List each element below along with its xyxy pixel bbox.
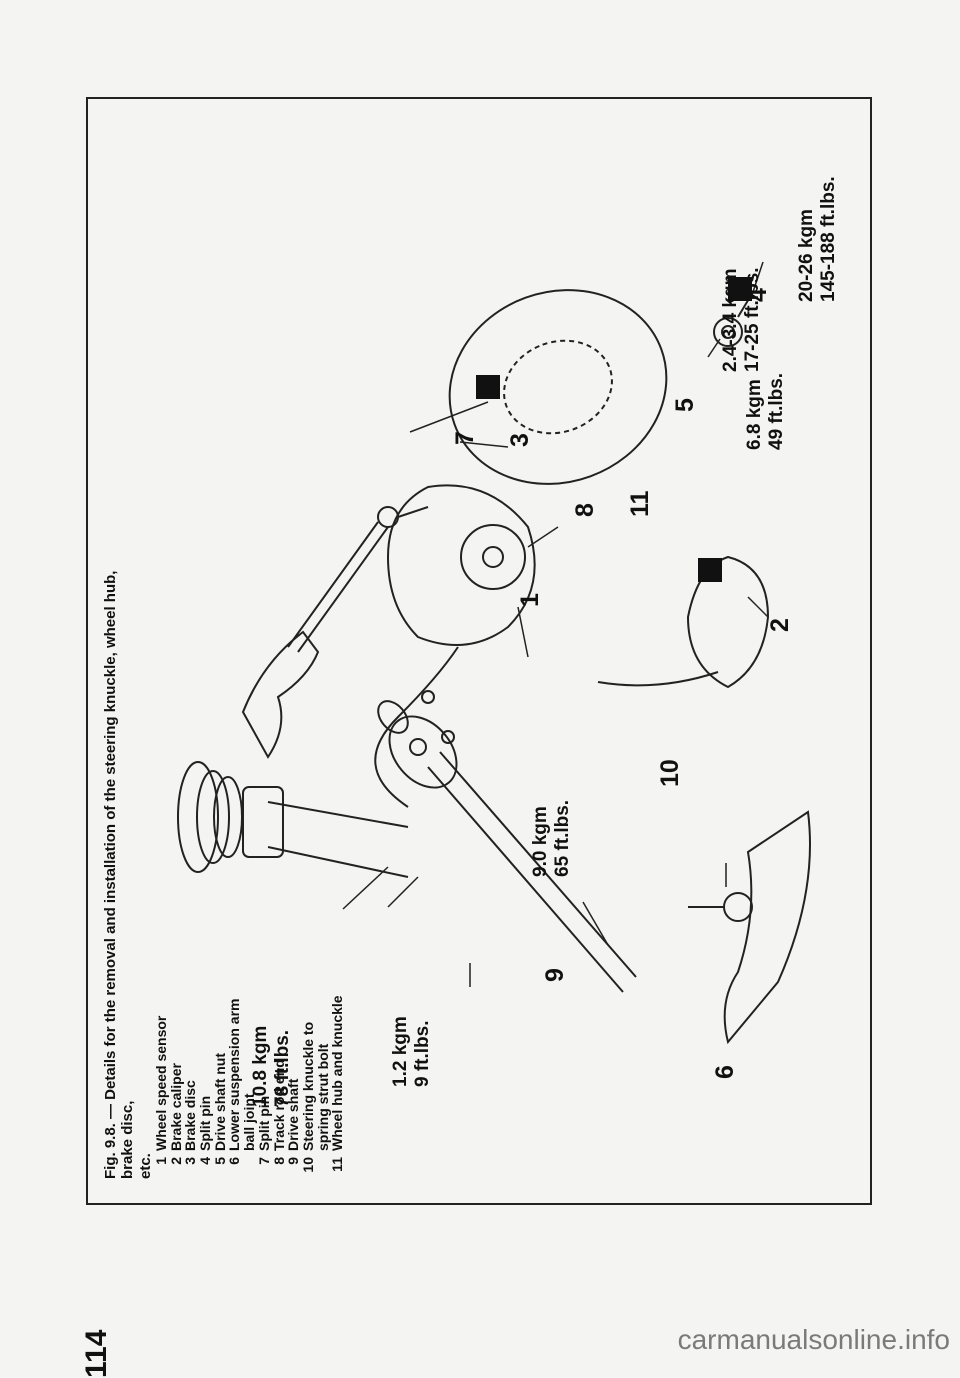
drive-shaft	[427, 751, 637, 993]
new-part-symbol-2: N	[476, 375, 500, 399]
torque-drive-nut-ftlbs: 145-188 ft.lbs.	[818, 176, 839, 302]
wheel-hub	[460, 524, 526, 590]
drive-shaft-nut	[713, 317, 743, 347]
steering-rack-boot	[241, 630, 320, 759]
callout-6: 6	[711, 1065, 739, 1079]
callout-9: 9	[541, 968, 569, 982]
callout-11: 11	[626, 490, 654, 517]
brake-disc	[448, 289, 668, 485]
watermark-text: carmanualsonline.info	[677, 1324, 950, 1355]
callout-3: 3	[506, 433, 534, 447]
svg-text:N: N	[701, 564, 721, 577]
figure-content: Fig. 9.8. — Details for the removal and …	[88, 99, 874, 1207]
torque-strut-bolt-ftlbs: 78 ft.lbs.	[272, 1030, 293, 1107]
torque-caliper-ftlbs: 49 ft.lbs.	[766, 373, 787, 450]
new-part-symbol-1: N	[698, 558, 722, 582]
brake-caliper	[686, 555, 770, 689]
torque-ball-joint-kgm: 9.0 kgm	[530, 806, 551, 877]
new-part-symbol-3: N	[728, 277, 752, 301]
callout-5: 5	[671, 398, 699, 412]
callout-7: 7	[451, 431, 479, 445]
torque-ball-joint-ftlbs: 65 ft.lbs.	[552, 800, 573, 877]
torque-caliper-kgm: 6.8 kgm	[744, 379, 765, 450]
callout-8: 8	[571, 503, 599, 517]
torque-drive-nut-kgm: 20-26 kgm	[796, 209, 817, 302]
page-number: 114	[80, 1329, 113, 1378]
lower-suspension-arm	[723, 810, 811, 1045]
drive-shaft-boot	[388, 715, 458, 789]
svg-text:N: N	[731, 283, 751, 296]
torque-sensor-ftlbs: 9 ft.lbs.	[412, 1020, 433, 1087]
spring-strut	[267, 801, 409, 878]
steering-knuckle	[386, 484, 536, 646]
sensor-cable	[374, 646, 459, 808]
callout-1: 1	[516, 593, 544, 607]
svg-text:N: N	[479, 381, 499, 394]
torque-sensor-kgm: 1.2 kgm	[390, 1016, 411, 1087]
torque-strut-bolt-kgm: 10.8 kgm	[250, 1026, 271, 1107]
exploded-view-diagram: 10.8 kgm 78 ft.lbs. 1.2 kgm 9 ft.lbs. 9.…	[177, 176, 839, 1107]
callout-2: 2	[766, 618, 794, 632]
track-rod	[287, 521, 389, 653]
figure-frame: Fig. 9.8. — Details for the removal and …	[86, 97, 872, 1205]
callout-10: 10	[656, 759, 684, 787]
